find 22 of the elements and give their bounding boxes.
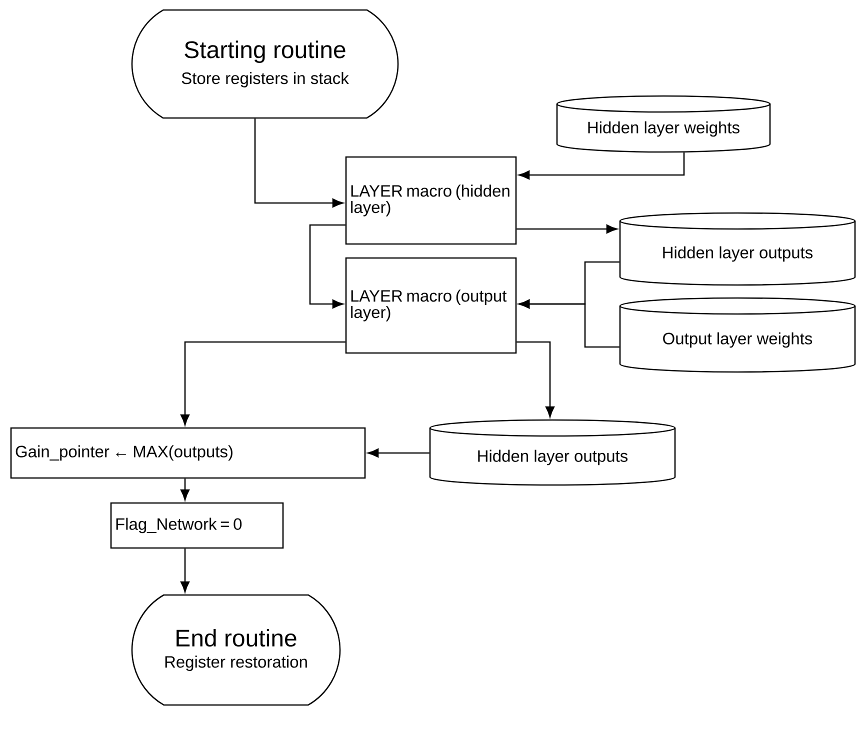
process-box: Flag_Network = 0 [110,502,284,549]
arrow [254,118,344,208]
arrow [518,300,620,348]
process-box: LAYER macro (output layer) [345,257,517,354]
arrow [180,548,190,592]
arrow [368,448,430,458]
node-label: Hidden layer weights [588,121,740,137]
arrow [180,478,190,500]
arrow [516,341,554,418]
node-label: Hidden layer outputs [478,450,628,466]
arrow [518,152,685,180]
node-label: Output layer weights [663,332,812,348]
data-store-cylinder: Hidden layer outputs [429,419,676,486]
arrow [180,341,346,426]
data-store-cylinder: Hidden layer outputs [619,212,856,286]
data-store-cylinder: Hidden layer weights [556,95,771,153]
node-label: Hidden layer outputs [663,246,813,262]
data-store-cylinder: Output layer weights [619,297,856,373]
arrow [309,224,346,308]
process-box: LAYER macro (hidden layer) [345,156,517,245]
process-box: Gain_pointer ← MAX(outputs) [10,427,366,479]
arrow [516,224,618,234]
